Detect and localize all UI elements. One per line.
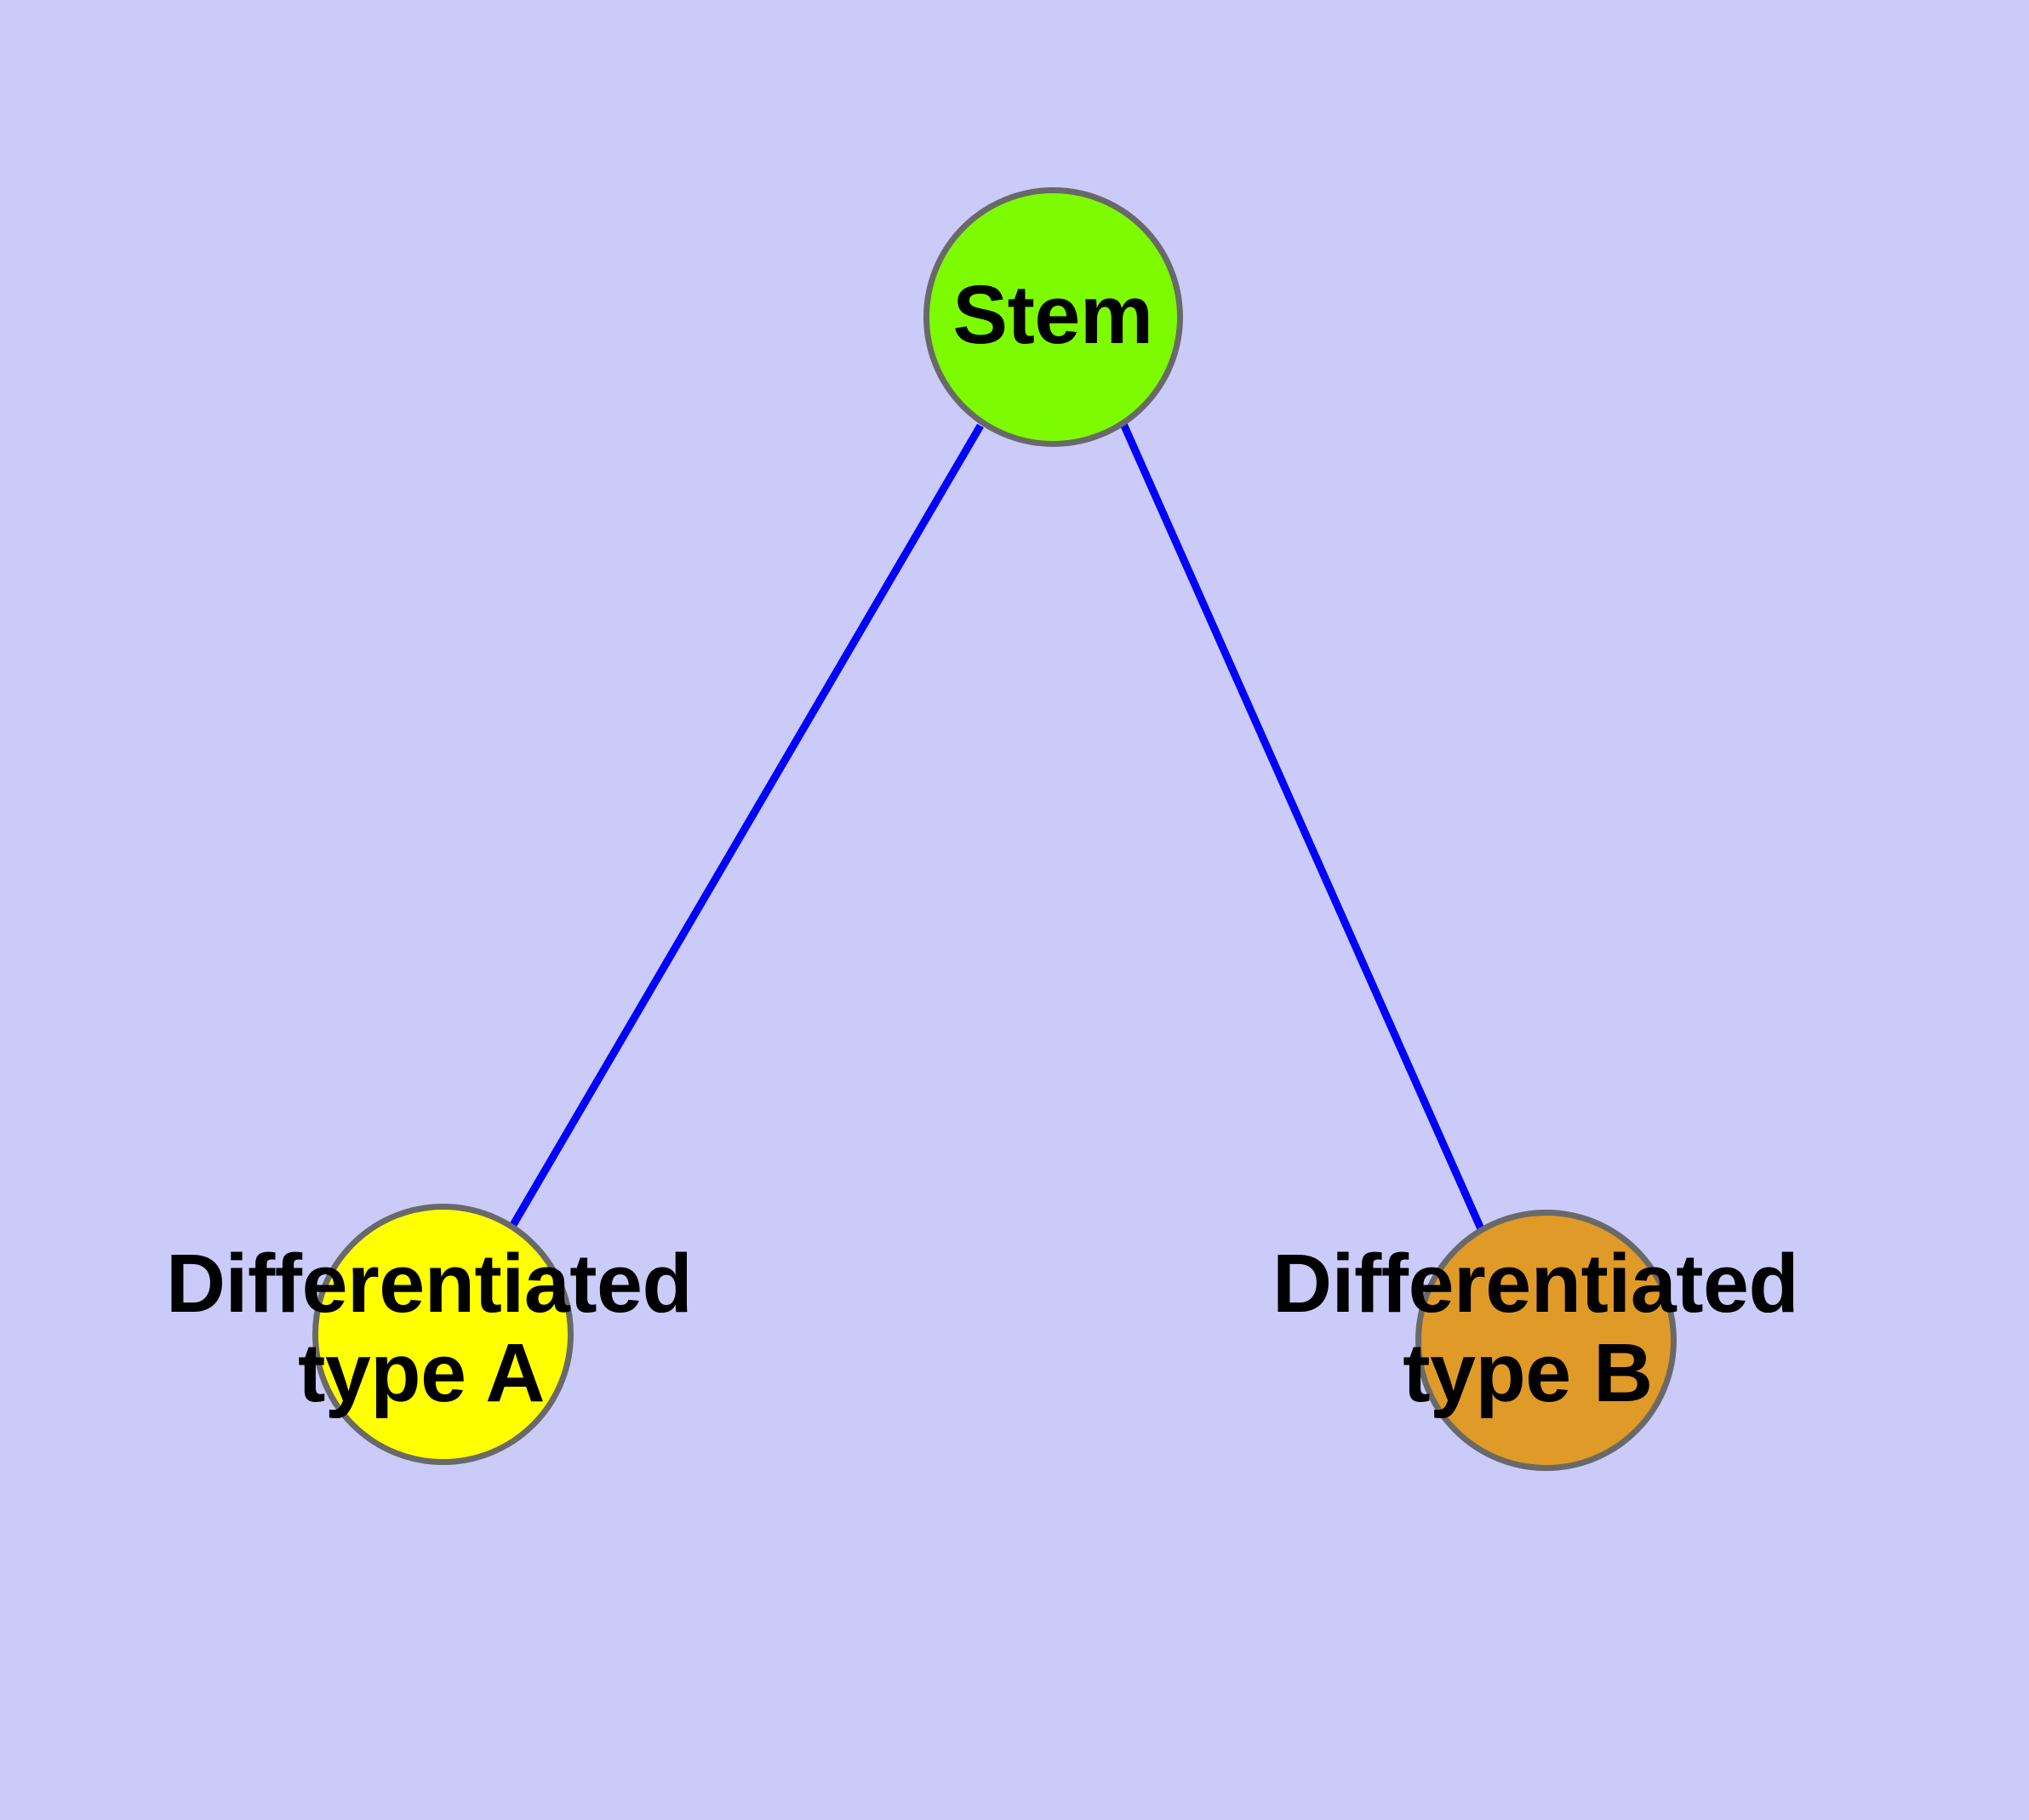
node-label-type-a: Differentiated type A xyxy=(166,1237,693,1419)
node-label-stem: Stem xyxy=(797,268,1308,361)
node-label-type-b-line1: Differentiated xyxy=(1272,1237,1799,1330)
node-label-type-b: Differentiated type B xyxy=(1272,1237,1799,1419)
edge-stem-to-type-a xyxy=(507,423,984,1232)
node-differentiated-type-a[interactable] xyxy=(312,1204,574,1465)
edge-stem-to-type-b xyxy=(1119,422,1487,1234)
node-label-type-a-line1: Differentiated xyxy=(166,1237,693,1330)
node-differentiated-type-b[interactable] xyxy=(1415,1210,1677,1471)
node-stem[interactable] xyxy=(923,187,1183,447)
node-label-type-b-line2: type B xyxy=(1403,1325,1653,1419)
node-label-stem-line1: Stem xyxy=(952,268,1153,361)
node-label-type-a-line2: type A xyxy=(298,1325,545,1419)
